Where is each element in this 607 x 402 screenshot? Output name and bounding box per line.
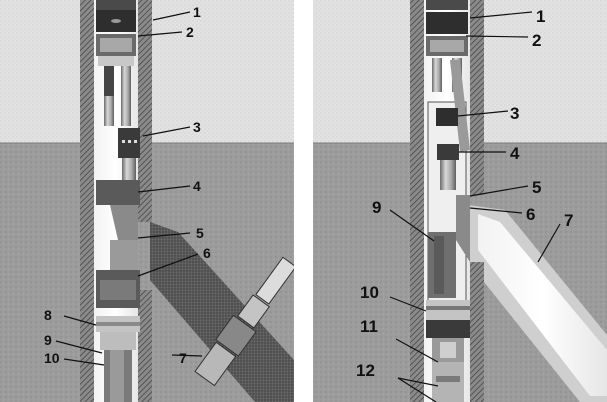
callout-5: 5 bbox=[196, 225, 204, 241]
tubing-string bbox=[121, 66, 131, 126]
casing-right-wall-upper bbox=[470, 0, 484, 195]
callout-3: 3 bbox=[510, 104, 519, 123]
tool-top-sub bbox=[426, 12, 468, 34]
callout-2: 2 bbox=[186, 24, 194, 40]
callout-2: 2 bbox=[532, 31, 541, 50]
tubing-string bbox=[432, 58, 442, 92]
lateral-drill-assembly bbox=[194, 256, 297, 387]
whipstock-ramp bbox=[110, 205, 138, 240]
deflector-ramp bbox=[456, 195, 470, 262]
callout-3: 3 bbox=[193, 119, 201, 135]
left-callout-labels: 1 2 3 4 5 6 7 8 9 10 bbox=[44, 4, 211, 366]
whipstock-head bbox=[96, 180, 140, 205]
callout-8: 8 bbox=[44, 307, 52, 323]
right-callout-labels: 1 2 3 4 5 6 7 9 10 11 12 bbox=[356, 7, 573, 380]
casing-left-wall bbox=[80, 0, 94, 402]
callout-6: 6 bbox=[526, 205, 535, 224]
callout-12: 12 bbox=[356, 361, 375, 380]
lower-collar bbox=[437, 144, 459, 160]
callout-1: 1 bbox=[193, 4, 201, 20]
callout-1: 1 bbox=[536, 7, 545, 26]
callout-6: 6 bbox=[203, 245, 211, 261]
callout-4: 4 bbox=[193, 178, 201, 194]
callout-10: 10 bbox=[44, 350, 60, 366]
callout-11: 11 bbox=[360, 317, 378, 336]
callout-9: 9 bbox=[372, 198, 381, 217]
upper-collar bbox=[436, 108, 458, 126]
lateral-borehole bbox=[150, 222, 294, 402]
callout-10: 10 bbox=[360, 283, 379, 302]
callout-7: 7 bbox=[564, 211, 573, 230]
anchor-body bbox=[426, 320, 470, 338]
casing-right-wall-lower bbox=[138, 290, 152, 402]
callout-5: 5 bbox=[532, 178, 541, 197]
left-panel bbox=[0, 0, 297, 402]
panel-divider bbox=[294, 0, 313, 402]
casing-right-wall-upper bbox=[138, 0, 152, 222]
callout-4: 4 bbox=[510, 144, 520, 163]
right-panel bbox=[313, 0, 607, 402]
callout-9: 9 bbox=[44, 332, 52, 348]
casing-left-wall bbox=[410, 0, 424, 402]
callout-7: 7 bbox=[179, 350, 187, 366]
casing-right-wall-lower bbox=[470, 262, 484, 402]
